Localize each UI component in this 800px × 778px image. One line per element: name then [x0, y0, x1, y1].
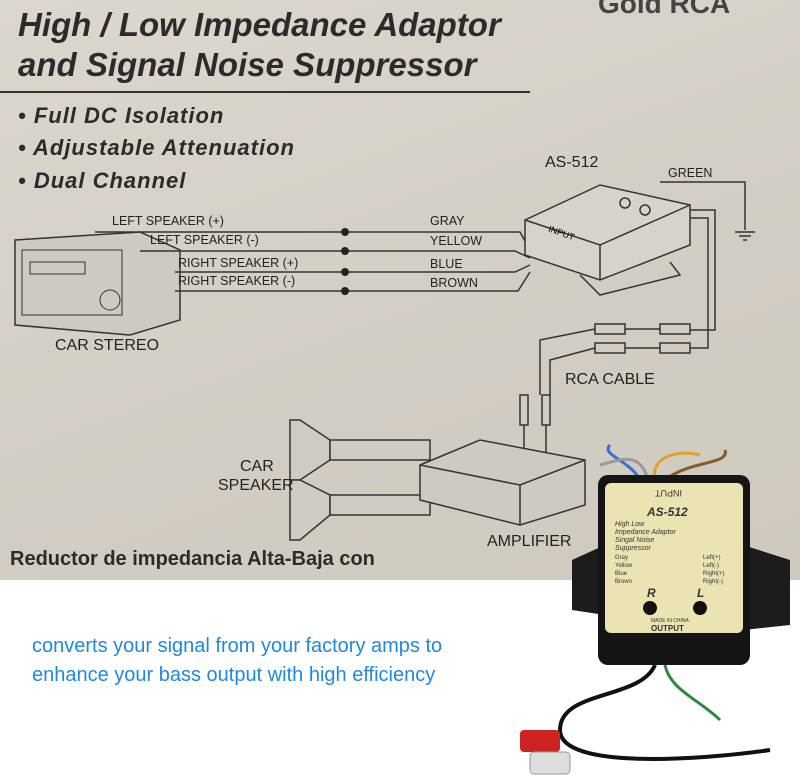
rca-cable-label: RCA CABLE [565, 371, 655, 388]
device-r-label: R [647, 586, 656, 600]
wire-label-2: LEFT SPEAKER (-) [150, 233, 259, 247]
caption-line-2: enhance your bass output with high effic… [32, 664, 436, 686]
spanish-text: Reductor de impedancia Alta-Baja con [10, 548, 375, 570]
device-desc-3: Singal Noise [615, 537, 655, 544]
wire-label-3: RIGHT SPEAKER (+) [178, 256, 299, 270]
device-chan-3: Right(+) [703, 571, 725, 577]
car-speaker-label-1: CAR [240, 458, 274, 475]
model-label: AS-512 [545, 154, 599, 171]
wire-color-1: GRAY [430, 214, 465, 228]
r-knob-hole[interactable] [643, 601, 657, 615]
device-input-label: INPUT [655, 488, 682, 498]
title-line-2: and Signal Noise Suppressor [18, 46, 477, 83]
wire-color-4: BROWN [430, 276, 478, 290]
output-wires [519, 181, 755, 470]
wire-color-3: BLUE [430, 257, 463, 271]
as512-box-illustration [524, 184, 691, 296]
amplifier-illustration [419, 439, 586, 526]
feature-1: • Full DC Isolation [18, 103, 225, 128]
device-chan-1: Left(+) [703, 555, 721, 561]
device-label-panel: INPUT AS-512 High Low Impedance Adaptor … [605, 483, 743, 633]
wire-label-4: RIGHT SPEAKER (-) [178, 274, 296, 288]
device-chan-2: Left(-) [703, 563, 720, 569]
caption-line-1: converts your signal from your factory a… [32, 635, 443, 657]
ground-wire-label: GREEN [668, 166, 713, 180]
car-speakers-illustration [289, 419, 431, 541]
car-speaker-label-2: SPEAKER [218, 477, 294, 494]
amplifier-label: AMPLIFIER [487, 533, 572, 550]
device-wire-1: Gray [615, 555, 629, 561]
device-made-in: MADE IN CHINA [651, 618, 689, 624]
wire-color-2: YELLOW [430, 234, 483, 248]
device-wire-3: Blue [615, 571, 628, 577]
title-line-1: High / Low Impedance Adaptor [18, 6, 501, 43]
device-desc-2: Impedance Adaptor [615, 529, 676, 536]
device-desc-1: High Low [615, 521, 645, 528]
l-knob-hole[interactable] [693, 601, 707, 615]
feature-3: • Dual Channel [18, 168, 187, 193]
feature-2: • Adjustable Attenuation [18, 135, 295, 160]
device-wire-2: Yellow [615, 563, 633, 569]
wire-label-1: LEFT SPEAKER (+) [112, 214, 224, 228]
device-model: AS-512 [647, 505, 688, 519]
device-l-label: L [697, 586, 705, 600]
car-stereo-label: CAR STEREO [55, 337, 160, 354]
device-output-label: OUTPUT [651, 624, 684, 633]
device-desc-4: Suppressor [615, 545, 651, 552]
device-wire-4: Brown [615, 579, 633, 585]
device-chan-4: Right(-) [703, 579, 724, 585]
corner-text: Gold RCA [598, 0, 731, 19]
